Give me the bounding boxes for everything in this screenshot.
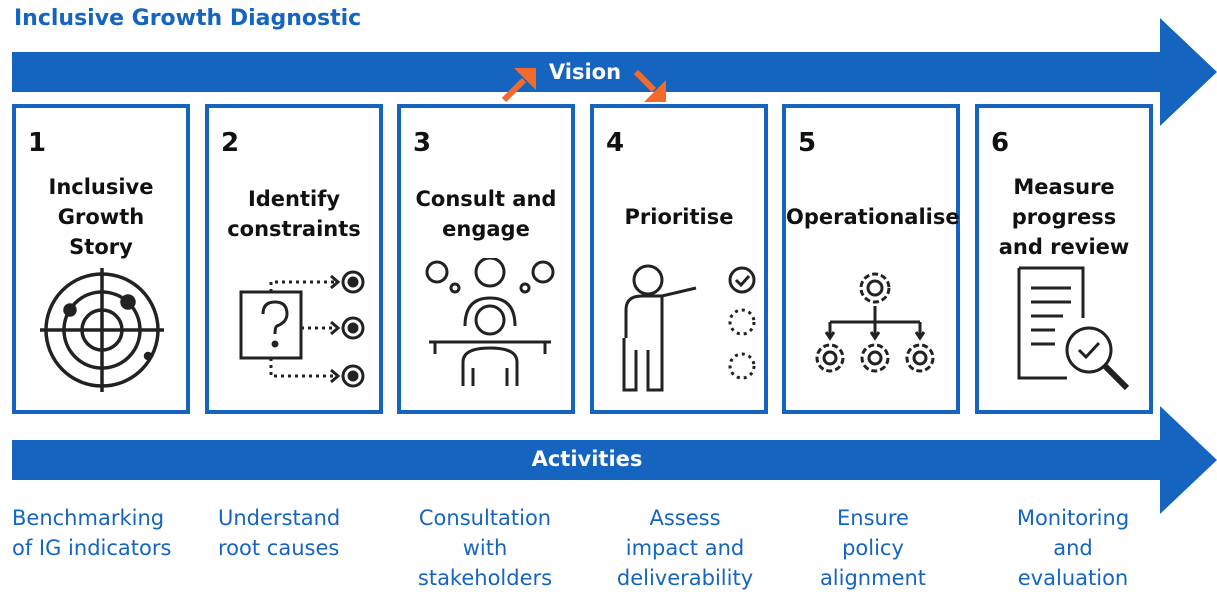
- step-title-line: Prioritise: [624, 205, 734, 229]
- step-number: 5: [798, 128, 817, 158]
- step-title-line: Consult and: [415, 187, 557, 211]
- activity-line: Benchmarking: [12, 506, 165, 530]
- step-title-line: constraints: [227, 217, 361, 241]
- step-title-line: engage: [442, 217, 530, 241]
- activity-line: and: [1053, 536, 1093, 560]
- activity-line: root causes: [218, 536, 340, 560]
- step-card-6: 6 Measure progress and review: [975, 104, 1153, 414]
- step-title-line: Measure: [1013, 175, 1115, 199]
- activity-line: Monitoring: [1016, 506, 1130, 530]
- step-title-line: and review: [998, 235, 1130, 259]
- activity-line: impact and: [625, 536, 745, 560]
- step-title-line: Operationalise: [786, 205, 960, 229]
- activity-line: Consultation: [418, 506, 552, 530]
- step-number: 3: [413, 128, 432, 158]
- step-card-5: 5 Operationalise: [782, 104, 960, 414]
- activity-line: of IG indicators: [12, 536, 172, 560]
- activity-1: Benchmarking of IG indicators: [12, 503, 207, 563]
- activity-line: deliverability: [616, 566, 754, 590]
- activity-line: Ensure: [837, 506, 909, 530]
- up-right-arrow-icon: [501, 68, 536, 103]
- activity-2: Understand root causes: [218, 503, 388, 563]
- vision-label: Vision: [548, 60, 622, 84]
- down-right-arrow-icon: [633, 69, 666, 102]
- page-title: Inclusive Growth Diagnostic: [14, 6, 362, 31]
- activity-line: with: [462, 536, 508, 560]
- activity-6: Monitoring and evaluation: [978, 503, 1168, 593]
- question-targets-icon: [239, 270, 365, 388]
- activity-line: alignment: [819, 566, 927, 590]
- step-number: 4: [606, 128, 625, 158]
- step-card-2: 2 Identify constraints: [205, 104, 383, 414]
- activity-line: Understand: [218, 506, 341, 530]
- step-title-line: Story: [69, 235, 133, 259]
- activity-4: Assess impact and deliverability: [590, 503, 780, 593]
- radar-icon: [40, 268, 164, 392]
- activities-arrow: [12, 406, 1217, 514]
- step-number: 2: [221, 128, 240, 158]
- activity-5: Ensure policy alignment: [778, 503, 968, 593]
- activity-line: Assess: [649, 506, 721, 530]
- activity-line: stakeholders: [417, 566, 553, 590]
- step-title-line: Identify: [247, 187, 341, 211]
- activity-3: Consultation with stakeholders: [390, 503, 580, 593]
- gears-hierarchy-icon: [815, 272, 935, 373]
- step-title-line: Inclusive: [48, 175, 154, 199]
- step-card-3: 3 Consult and engage: [397, 104, 575, 414]
- step-number: 6: [991, 128, 1010, 158]
- step-title-line: Growth: [57, 205, 145, 229]
- activity-line: evaluation: [1017, 566, 1129, 590]
- step-number: 1: [28, 128, 47, 158]
- meeting-people-icon: [425, 258, 555, 386]
- step-title-line: progress: [1011, 205, 1117, 229]
- activity-line: policy: [842, 536, 904, 560]
- activities-label: Activities: [531, 447, 643, 471]
- document-magnifier-icon: [1017, 266, 1130, 391]
- step-card-1: 1 Inclusive Growth Story: [12, 104, 190, 414]
- presenter-checklist-icon: [622, 264, 756, 392]
- step-card-4: 4 Prioritise: [590, 104, 768, 414]
- vision-arrow: [12, 18, 1217, 126]
